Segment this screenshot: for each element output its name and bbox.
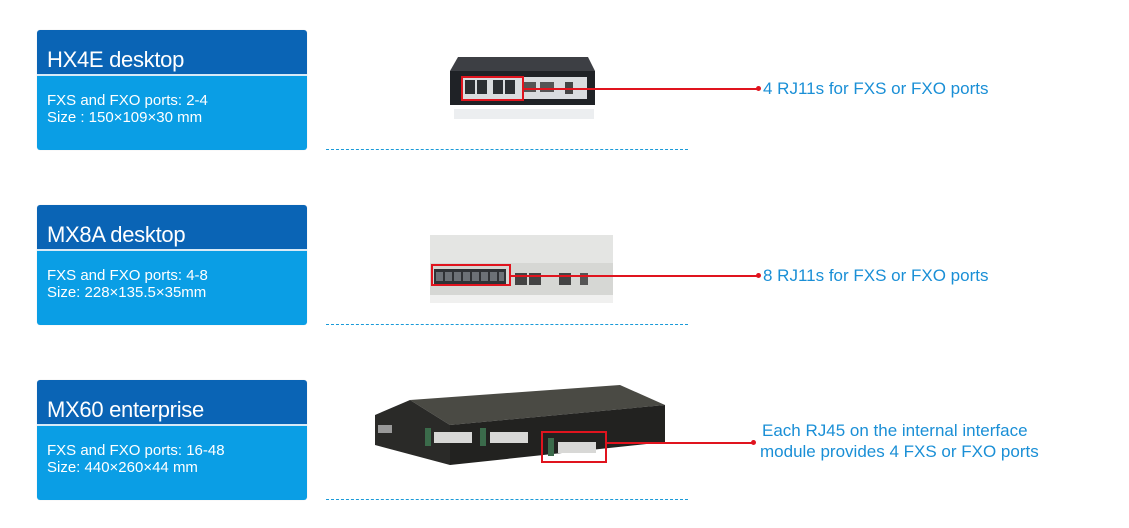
product-title: MX60 enterprise	[37, 380, 307, 426]
product-title: MX8A desktop	[37, 205, 307, 251]
rj11-highlight-box	[461, 76, 524, 101]
ports-spec: FXS and FXO ports: 2-4	[47, 92, 208, 109]
rj11-highlight-box	[431, 264, 511, 286]
divider	[326, 499, 688, 500]
callout-leader-line	[511, 275, 758, 277]
mx8a-device-image	[430, 235, 613, 303]
size-spec: Size: 228×135.5×35mm	[47, 284, 207, 301]
mx60-device-image	[375, 385, 665, 465]
size-spec: Size: 440×260×44 mm	[47, 459, 198, 476]
divider	[326, 324, 688, 325]
callout-leader-line	[607, 442, 753, 444]
rj45-highlight-box	[541, 431, 607, 463]
product-specs: FXS and FXO ports: 16-48 Size: 440×260×4…	[37, 426, 307, 500]
product-card-hx4e: HX4E desktop FXS and FXO ports: 2-4 Size…	[37, 30, 307, 150]
size-spec: Size : 150×109×30 mm	[47, 109, 203, 126]
callout-dot	[756, 273, 761, 278]
divider	[326, 149, 688, 150]
product-card-mx8a: MX8A desktop FXS and FXO ports: 4-8 Size…	[37, 205, 307, 325]
callout-text: Each RJ45 on the internal interface modu…	[760, 420, 1039, 462]
callout-text: 8 RJ11s for FXS or FXO ports	[763, 266, 989, 285]
ports-spec: FXS and FXO ports: 4-8	[47, 267, 208, 284]
callout-dot	[756, 86, 761, 91]
callout-leader-line	[524, 88, 758, 90]
callout-dot	[751, 440, 756, 445]
callout-line-1: Each RJ45 on the internal interface	[762, 421, 1028, 440]
product-specs: FXS and FXO ports: 4-8 Size: 228×135.5×3…	[37, 251, 307, 325]
product-card-mx60: MX60 enterprise FXS and FXO ports: 16-48…	[37, 380, 307, 500]
product-title: HX4E desktop	[37, 30, 307, 76]
ports-spec: FXS and FXO ports: 16-48	[47, 442, 225, 459]
product-specs: FXS and FXO ports: 2-4 Size : 150×109×30…	[37, 76, 307, 150]
callout-text: 4 RJ11s for FXS or FXO ports	[763, 79, 989, 98]
callout-line-2: module provides 4 FXS or FXO ports	[760, 442, 1039, 461]
